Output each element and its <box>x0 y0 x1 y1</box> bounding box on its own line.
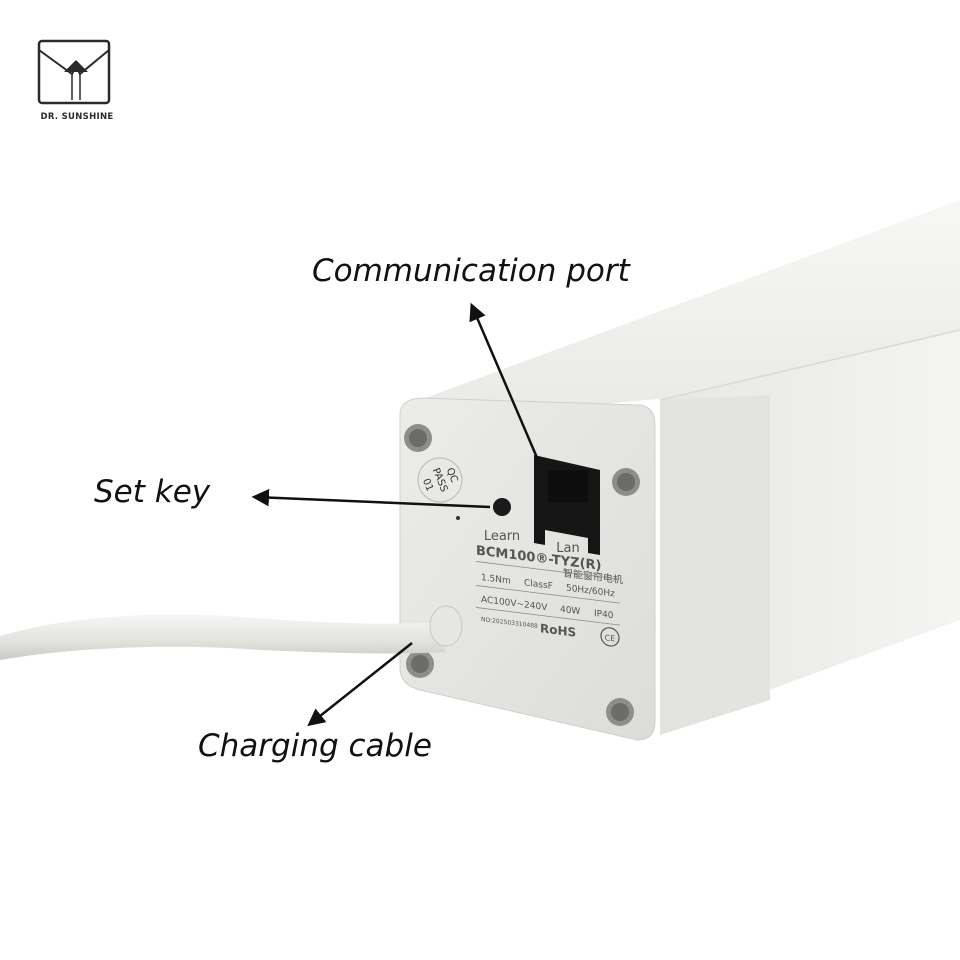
communication-port[interactable] <box>534 455 600 555</box>
qc-pass-sticker: QC PASS 01 <box>417 457 463 503</box>
svg-text:CE: CE <box>605 633 616 643</box>
communication-port-arrow <box>469 302 540 461</box>
svg-text:QC: QC <box>444 466 460 484</box>
lan-label: Lan <box>556 541 579 556</box>
svg-text:01: 01 <box>420 477 435 493</box>
set-key-arrow <box>251 488 491 509</box>
indicator-led <box>456 516 460 520</box>
callout-communication-port: Communication port <box>312 253 630 289</box>
learn-label: Learn <box>484 529 520 544</box>
brand-logo-icon <box>37 39 111 105</box>
svg-text:ClassF: ClassF <box>524 578 553 591</box>
svg-text:IP40: IP40 <box>594 609 614 621</box>
charging-cable <box>0 605 463 660</box>
svg-text:1.5Nm: 1.5Nm <box>481 573 511 587</box>
brand-name: DR. SUNSHINE <box>40 112 114 122</box>
callout-set-key: Set key <box>94 474 211 510</box>
motor-rail-body <box>420 200 960 735</box>
end-cap <box>399 397 656 741</box>
callout-charging-cable: Charging cable <box>198 728 432 764</box>
svg-text:40W: 40W <box>560 605 580 617</box>
svg-text:RoHS: RoHS <box>540 621 576 639</box>
set-key-button[interactable] <box>493 498 511 516</box>
charging-cable-arrow <box>307 642 413 727</box>
